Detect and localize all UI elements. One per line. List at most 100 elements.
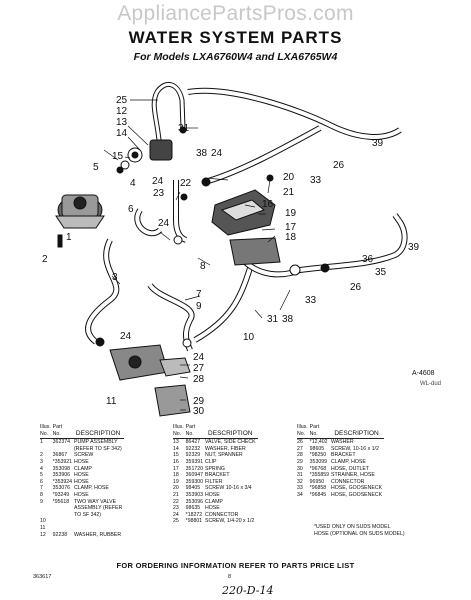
callout-24c: 24	[158, 218, 170, 229]
cell-illus: 26	[297, 439, 303, 446]
callout-12: 12	[116, 106, 128, 117]
cell-illus: 6	[40, 478, 43, 485]
page-mark: 8	[228, 574, 232, 580]
cell-illus: 2	[40, 452, 43, 459]
callout-8: 8	[200, 261, 206, 272]
cell-desc: PUMP ASSEMBLY	[74, 439, 118, 446]
cell-desc: HOSE, GOOSENECK	[331, 485, 383, 492]
hose-26	[299, 213, 408, 273]
callout-30: 30	[193, 406, 205, 417]
cell-illus: 33	[297, 485, 303, 492]
cell-part: 351720	[185, 465, 203, 472]
callout-17: 17	[285, 222, 297, 233]
cell-desc: SCREW	[74, 452, 94, 459]
callout-31b: 31	[267, 314, 279, 325]
cell-illus: 34	[297, 491, 303, 498]
cell-illus: 27	[297, 445, 303, 452]
figure-reference: A-4608	[412, 370, 435, 377]
callout-27: 27	[193, 363, 205, 374]
callout-5: 5	[93, 162, 99, 173]
cell-part: 353099	[309, 458, 327, 465]
cell-illus: 8	[40, 491, 43, 498]
callout-20: 20	[283, 172, 295, 183]
callout-25: 25	[116, 95, 128, 106]
cell-desc: HOSE, OUTLET	[331, 465, 370, 472]
cell-desc: BRACKET	[204, 472, 230, 479]
table-row: 28 *98250 BRACKET	[297, 452, 384, 459]
cell-desc: HOSE	[204, 491, 220, 498]
cell-part: 86427	[185, 439, 201, 446]
callout-1: 1	[66, 232, 72, 243]
cell-part: *98801	[185, 518, 203, 525]
cell-illus: 18	[173, 472, 179, 479]
callout-4: 4	[130, 178, 136, 189]
cell-desc: CLAMP, HOSE	[74, 485, 109, 492]
cell-desc: ASSEMBLY (REFER	[74, 505, 123, 512]
cell-part: 353903	[185, 491, 203, 498]
callout-24a: 24	[152, 176, 164, 187]
hose-38	[187, 87, 402, 140]
table-row: TO SF 342)	[40, 512, 124, 519]
cell-desc: HOSE	[74, 458, 89, 465]
cell-part: 362374	[52, 439, 70, 446]
cell-illus: 31	[297, 472, 303, 479]
cell-part	[53, 505, 74, 512]
cell-part: *95618	[52, 498, 70, 505]
callout-24e: 24	[193, 352, 205, 363]
callout-37b: 38	[282, 314, 294, 325]
cell-illus	[40, 446, 53, 453]
cell-illus: 29	[297, 458, 303, 465]
cell-part: 353906	[52, 472, 70, 479]
ordering-info: FOR ORDERING INFORMATION REFER TO PARTS …	[116, 561, 355, 570]
callout-18: 18	[285, 232, 297, 243]
cell-desc: HOSE	[74, 491, 89, 498]
check-valve	[149, 139, 173, 161]
callout-36: 36	[362, 254, 374, 265]
cell-part: 92329	[185, 452, 201, 459]
cell-part: *98250	[309, 452, 327, 459]
callout-11: 11	[106, 396, 117, 407]
cell-desc: CLIP	[204, 458, 217, 465]
callout-9: 9	[196, 301, 202, 312]
callout-21: 21	[283, 187, 295, 198]
cell-desc: CONNECTOR	[331, 478, 365, 485]
pump-assembly	[55, 194, 105, 229]
figure-subreference: WL-dud	[420, 381, 442, 387]
cell-part: *96858	[309, 485, 327, 492]
cell-part: *12,402	[309, 439, 328, 446]
col-illus-no: Illus.No.	[297, 424, 310, 440]
cell-part	[53, 525, 74, 532]
cell-desc: BRACKET	[331, 452, 356, 459]
callout-13: 13	[116, 117, 128, 128]
cell-illus: 7	[40, 485, 43, 492]
cell-illus: 28	[297, 452, 303, 459]
table-row: ASSEMBLY (REFER	[40, 505, 124, 512]
cell-desc: (REFER TO SF 342)	[74, 445, 122, 452]
cell-part: *353921	[52, 458, 73, 465]
callout-10: 10	[243, 332, 255, 343]
cell-illus: 5	[40, 472, 43, 479]
col-illus-no: Illus.No.	[40, 424, 53, 440]
cell-part: 353076	[52, 485, 70, 492]
cell-illus: 21	[173, 491, 179, 498]
cell-part: *355859	[309, 472, 330, 479]
cell-part	[53, 512, 74, 519]
callout-2: 2	[42, 254, 48, 265]
